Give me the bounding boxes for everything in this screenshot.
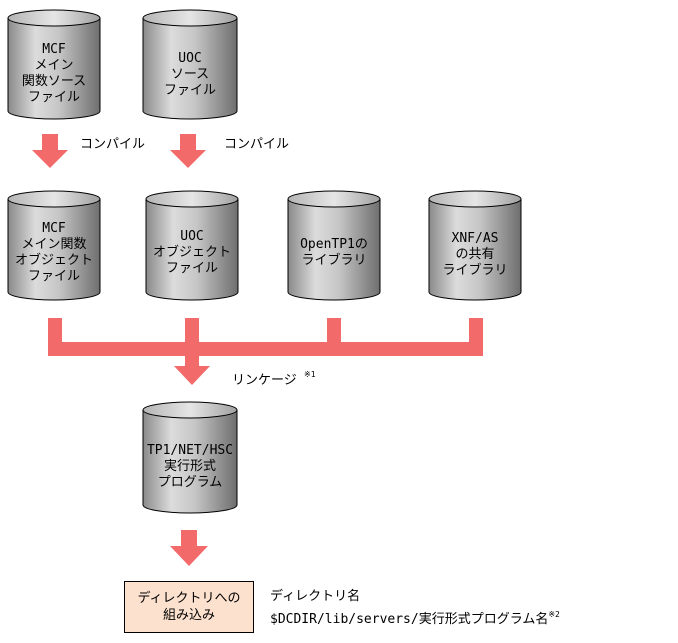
cylinder-opentp1-library: OpenTP1の ライブラリ [287,190,381,301]
cylinder-label-line: 実行形式 [164,458,216,474]
cylinder-label-line: MCF [42,221,66,236]
directory-path-line: $DCDIR/lib/servers/実行形式プログラム名※2 [270,606,560,629]
directory-name-note: ディレクトリ名 $DCDIR/lib/servers/実行形式プログラム名※2 [270,588,560,629]
cylinder-label-line: ファイル [166,261,218,276]
cylinder-label-line: MCF [42,42,66,57]
cylinder-label-line: UOC [178,51,201,66]
cylinder-label-line: の共有 [455,247,494,262]
cylinder-label-line: オブジェクト [15,252,93,268]
cylinder-label-line: UOC [180,229,203,244]
cylinder-mcf-main-object: MCF メイン関数 オブジェクト ファイル [7,190,101,301]
cylinder-xnf-shared-library: XNF/AS の共有 ライブラリ [428,190,522,301]
cylinder-label-line: OpenTP1の [300,237,368,252]
cylinder-label-line: XNF/AS [452,231,499,246]
cylinder-mcf-main-source: MCF メイン 関数ソース ファイル [7,9,101,120]
cylinder-uoc-object: UOC オブジェクト ファイル [145,190,239,301]
cylinder-executable-program: TP1/NET/HSC 実行形式 プログラム [142,401,238,514]
compile-arrow-mcf [32,134,68,168]
directory-box-line: 組み込み [162,608,215,623]
install-arrow [170,530,208,566]
directory-footnote-mark: ※2 [548,610,560,619]
cylinder-label-line: ファイル [28,90,80,105]
cylinder-label-line: 関数ソース [22,74,86,89]
cylinder-label-line: ライブラリ [442,262,507,278]
cylinder-label-line: プログラム [158,475,223,490]
directory-box-line: ディレクトリへの [137,591,241,606]
linkage-connector [48,318,483,385]
directory-path: $DCDIR/lib/servers/実行形式プログラム名 [270,612,549,627]
linkage-footnote-mark: ※1 [304,370,316,379]
cylinder-label-line: ファイル [164,83,216,98]
cylinder-uoc-source: UOC ソース ファイル [142,9,238,120]
compile-label: コンパイル [80,137,145,152]
cylinder-label-line: ファイル [28,269,80,284]
cylinder-label-line: TP1/NET/HSC [147,443,233,458]
cylinder-label-line: ソース [171,67,209,82]
cylinder-label-line: オブジェクト [153,244,231,260]
directory-name-label: ディレクトリ名 [270,589,361,604]
cylinder-label-line: メイン関数 [21,237,86,252]
cylinder-label-line: メイン [34,58,73,73]
directory-install-box: ディレクトリへの 組み込み [124,581,254,633]
linkage-label: リンケージ [232,373,297,388]
compile-arrow-uoc [170,134,206,168]
compile-label: コンパイル [224,137,289,152]
cylinder-label-line: ライブラリ [301,252,366,268]
